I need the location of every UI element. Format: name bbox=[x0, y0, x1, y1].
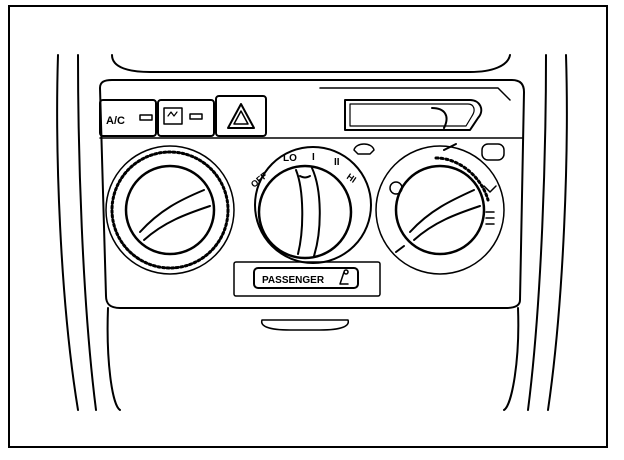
recirculation-icon[interactable] bbox=[353, 143, 375, 155]
fan-hi-label: HI bbox=[345, 171, 358, 184]
ac-indicator-light bbox=[139, 114, 153, 121]
fresh-air-icon[interactable] bbox=[481, 143, 505, 161]
lower-release-tab[interactable] bbox=[260, 319, 350, 331]
temperature-dial-knob[interactable] bbox=[124, 164, 216, 256]
mode-dial-grip-lower bbox=[413, 205, 481, 241]
storage-slot[interactable] bbox=[344, 99, 483, 131]
ac-button-label: A/C bbox=[106, 115, 125, 127]
console-left-inner-curve bbox=[77, 54, 97, 411]
ac-button[interactable] bbox=[99, 99, 157, 137]
fan-dial-bezel bbox=[254, 146, 372, 264]
top-recess bbox=[111, 54, 511, 73]
mode-dial-grip-upper bbox=[409, 189, 475, 233]
temperature-dial-grip-lower bbox=[143, 205, 211, 241]
passenger-airbag-label: PASSENGER bbox=[262, 275, 325, 286]
rear-defrost-icon bbox=[163, 107, 183, 125]
lower-console-opening-right bbox=[503, 307, 520, 411]
lower-console-opening bbox=[106, 307, 121, 411]
passenger-airbag-housing bbox=[233, 261, 381, 297]
hazard-button[interactable] bbox=[215, 95, 267, 137]
vent-floor-icon bbox=[483, 185, 497, 193]
fan-lo-label: LO bbox=[283, 153, 297, 164]
temperature-dial-tick-ring bbox=[110, 150, 230, 270]
mode-dial-bezel bbox=[375, 145, 505, 275]
panel-bezel bbox=[99, 79, 525, 309]
fan-dial-grip-left bbox=[295, 169, 304, 255]
fan-speed-2-label: II bbox=[334, 157, 340, 168]
vent-bilevel-icon bbox=[443, 143, 457, 151]
passenger-airbag-indicator bbox=[253, 267, 359, 289]
defrost-icon bbox=[485, 211, 495, 225]
console-left-outer-curve bbox=[56, 54, 79, 411]
hazard-triangle-icon bbox=[227, 103, 255, 129]
rear-defrost-button[interactable] bbox=[157, 99, 215, 137]
console-right-inner-curve bbox=[527, 54, 547, 411]
fan-dial-knob[interactable] bbox=[257, 164, 353, 260]
temperature-dial-bezel bbox=[105, 145, 235, 275]
vent-face-icon bbox=[389, 181, 403, 195]
mode-dial-knob[interactable] bbox=[394, 164, 486, 256]
rear-defrost-indicator-light bbox=[189, 113, 203, 120]
console-right-outer-curve bbox=[547, 54, 568, 411]
fan-speed-1-label: I bbox=[312, 152, 315, 163]
fan-dial-grip-right bbox=[311, 167, 321, 257]
seated-passenger-icon bbox=[339, 269, 349, 285]
storage-slot-handle[interactable] bbox=[431, 107, 448, 129]
temperature-dial-grip-upper bbox=[139, 189, 205, 233]
